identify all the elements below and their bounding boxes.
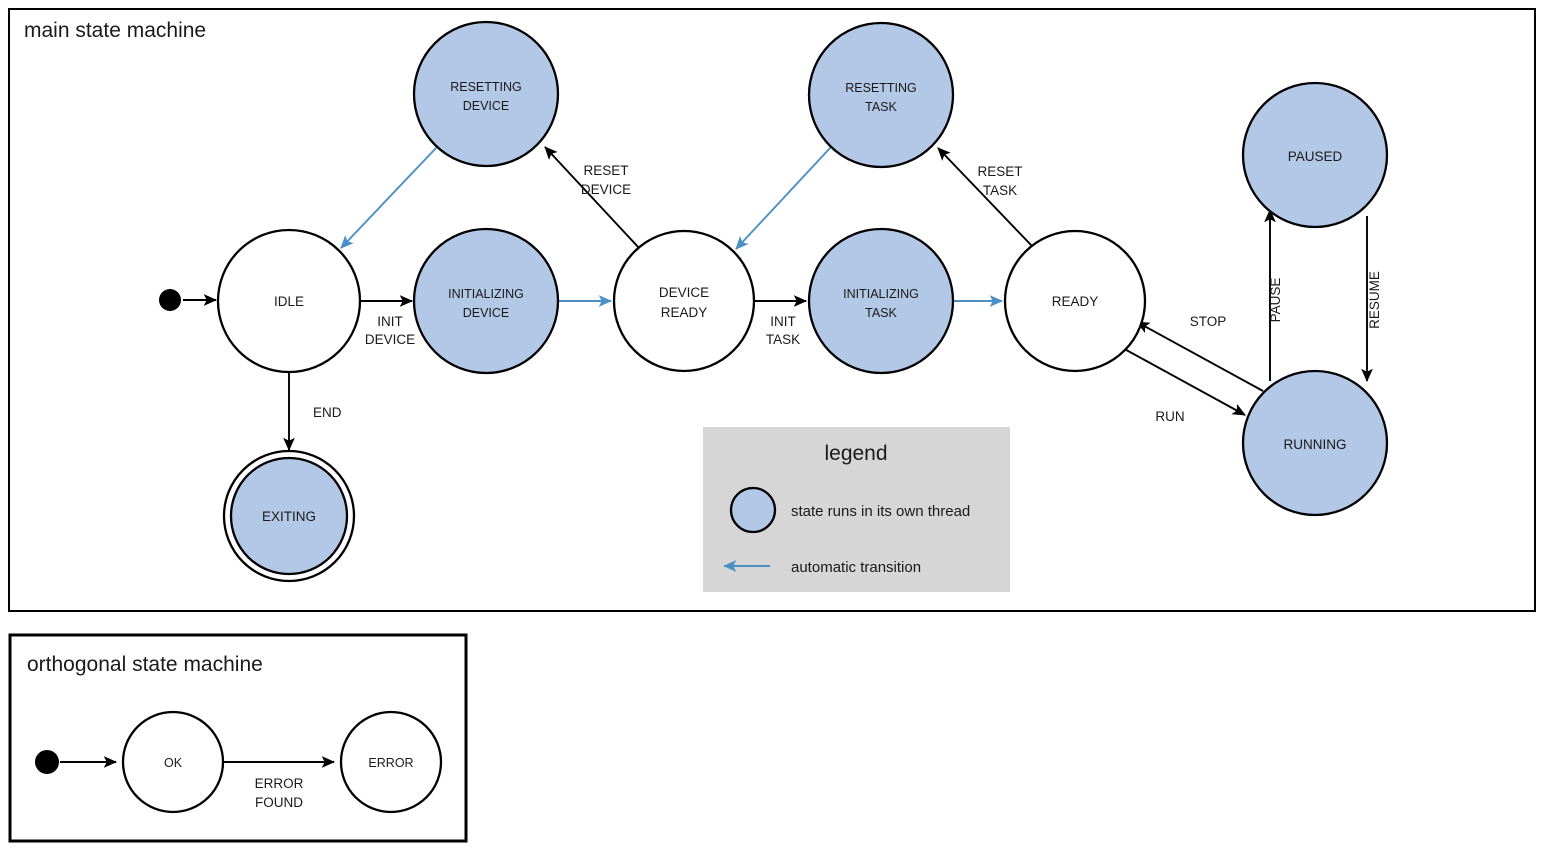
orthogonal-states-layer: OK ERROR — [35, 710, 443, 814]
initial-pseudostate-orthogonal[interactable] — [35, 750, 59, 774]
state-paused-shape[interactable] — [1241, 81, 1389, 229]
orthogonal-frame-title: orthogonal state machine — [27, 653, 263, 676]
state-ok[interactable]: OK — [121, 710, 225, 814]
state-resetting-device-shape[interactable] — [412, 20, 560, 168]
state-exiting-shape[interactable] — [229, 456, 349, 576]
state-resetting-device-label-1: RESETTING — [450, 80, 522, 94]
transition-auto-idle[interactable] — [340, 146, 438, 249]
state-resetting-task-label-1: RESETTING — [845, 81, 917, 95]
state-device-ready-label-1: DEVICE — [659, 285, 709, 300]
legend-automatic-transition-text: automatic transition — [791, 559, 921, 576]
state-resetting-task-label-2: TASK — [865, 100, 897, 114]
state-ok-shape[interactable] — [121, 710, 225, 814]
state-resetting-task-shape[interactable] — [807, 21, 955, 169]
transition-reset-device-label-2: DEVICE — [581, 182, 631, 197]
transition-init-task-label-1: INIT — [770, 314, 796, 329]
state-ready-label: READY — [1052, 294, 1099, 309]
transition-reset-task-label-2: TASK — [983, 183, 1017, 198]
transition-init-task-label-2: TASK — [766, 332, 800, 347]
legend-thread-state-text: state runs in its own thread — [791, 503, 970, 520]
state-running[interactable]: RUNNING — [1241, 369, 1389, 517]
transition-init-device-label-2: DEVICE — [365, 332, 415, 347]
legend-thread-state-icon — [729, 486, 777, 534]
transition-auto-device-ready-2[interactable] — [735, 146, 832, 250]
state-error[interactable]: ERROR — [339, 710, 443, 814]
state-initializing-device[interactable]: INITIALIZING DEVICE — [412, 227, 560, 375]
state-device-ready[interactable]: DEVICE READY — [612, 229, 756, 373]
state-resetting-device[interactable]: RESETTING DEVICE — [412, 20, 560, 168]
state-paused-label: PAUSED — [1288, 149, 1343, 164]
state-error-shape[interactable] — [339, 710, 443, 814]
main-frame-title: main state machine — [24, 19, 206, 42]
states-layer: IDLE RESETTING DEVICE INITIALIZING DEVIC… — [159, 20, 1389, 583]
transition-reset-device-label-1: RESET — [583, 163, 628, 178]
state-resetting-task[interactable]: RESETTING TASK — [807, 21, 955, 169]
state-ready[interactable]: READY — [1003, 229, 1147, 373]
state-exiting[interactable]: EXITING — [222, 449, 356, 583]
legend-title: legend — [824, 442, 887, 465]
state-error-label: ERROR — [368, 756, 413, 770]
state-initializing-task-label-2: TASK — [865, 306, 897, 320]
initial-pseudostate-main[interactable] — [159, 289, 181, 311]
transition-pause-label: PAUSE — [1268, 278, 1283, 323]
state-initializing-device-label-2: DEVICE — [463, 306, 510, 320]
transition-init-device-label-1: INIT — [377, 314, 403, 329]
state-idle[interactable]: IDLE — [216, 228, 362, 374]
transition-run[interactable] — [1118, 345, 1246, 416]
state-device-ready-label-2: READY — [661, 305, 708, 320]
orthogonal-transition-error-found-label-1: ERROR — [255, 776, 304, 791]
transition-stop[interactable] — [1136, 321, 1264, 392]
state-initializing-task[interactable]: INITIALIZING TASK — [807, 227, 955, 375]
transition-reset-device[interactable] — [544, 146, 640, 249]
transition-resume-label: RESUME — [1367, 271, 1382, 329]
state-device-ready-shape[interactable] — [612, 229, 756, 373]
state-running-shape[interactable] — [1241, 369, 1389, 517]
transition-reset-task[interactable] — [937, 147, 1033, 247]
state-running-label: RUNNING — [1284, 437, 1347, 452]
transitions-layer: INIT DEVICE RESET DEVICE INIT TASK RESET… — [183, 146, 1382, 452]
legend: legend state runs in its own thread auto… — [703, 427, 1010, 592]
orthogonal-transitions-layer: ERROR FOUND — [60, 756, 336, 810]
state-initializing-task-shape[interactable] — [807, 227, 955, 375]
state-resetting-device-label-2: DEVICE — [463, 99, 510, 113]
transition-reset-task-label-1: RESET — [977, 164, 1022, 179]
orthogonal-transition-error-found-label-2: FOUND — [255, 795, 303, 810]
state-exiting-label: EXITING — [262, 509, 316, 524]
state-initializing-device-label-1: INITIALIZING — [448, 287, 524, 301]
state-ready-shape[interactable] — [1003, 229, 1147, 373]
state-initializing-device-shape[interactable] — [412, 227, 560, 375]
state-initializing-task-label-1: INITIALIZING — [843, 287, 919, 301]
state-exiting-outer-ring — [222, 449, 356, 583]
state-paused[interactable]: PAUSED — [1241, 81, 1389, 229]
state-idle-shape[interactable] — [216, 228, 362, 374]
transition-end-label: END — [313, 405, 342, 420]
state-ok-label: OK — [164, 756, 183, 770]
transition-run-label: RUN — [1155, 409, 1184, 424]
state-idle-label: IDLE — [274, 294, 304, 309]
transition-stop-label: STOP — [1190, 314, 1227, 329]
